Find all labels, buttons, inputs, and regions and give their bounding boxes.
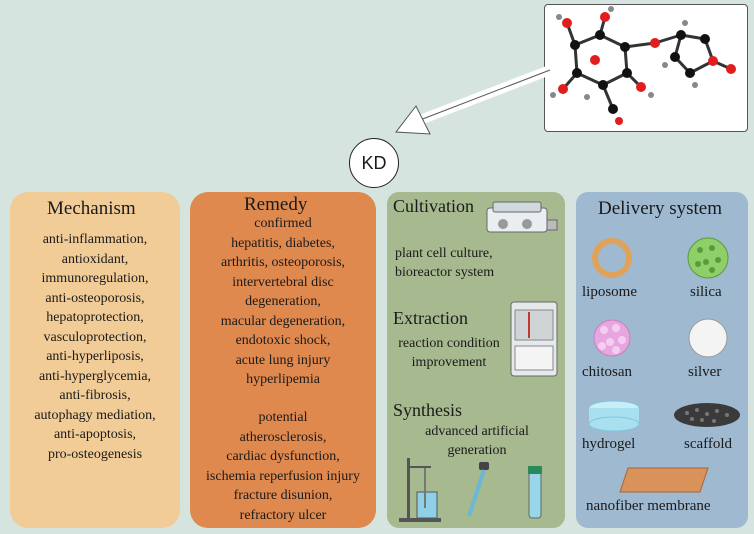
silver-icon [688,318,728,358]
dropper-icon [467,462,489,517]
remedy-item: hyperlipemia [246,372,320,387]
production-panel: Cultivation plant cell culture, bioreact… [387,192,565,528]
extraction-text: reaction condition improvement [387,334,511,372]
remedy-item: degeneration, [245,294,321,309]
synthesis-text: advanced artificial generation [397,422,557,460]
molecule-structure-icon [550,6,736,125]
remedy-item: arthritis, osteoporosis, [220,255,346,270]
synthesis-line: advanced artificial [425,424,529,439]
test-tube-icon [528,466,542,519]
kd-label: KD [361,152,387,173]
liposome-label: liposome [582,284,637,300]
extraction-line: reaction condition [398,336,500,351]
synthesis-line: generation [447,443,507,458]
extraction-title: Extraction [393,308,468,328]
remedy-panel: Remedy confirmed hepatitis, diabetes, ar… [190,192,376,528]
lab-stand-icon [399,458,441,522]
remedy-item: atherosclerosis, [239,429,327,445]
mechanism-item: pro-osteogenesis [47,446,143,462]
mechanism-item: anti-fibrosis, [59,388,131,403]
chitosan-label: chitosan [582,364,632,380]
remedy-potential-heading: potential [258,410,308,425]
mechanism-item: autophagy mediation, [34,407,156,423]
mechanism-item: anti-hyperliposis, [46,349,144,364]
liposome-icon [592,238,632,278]
synthesis-lab-icons [399,458,542,522]
synthesis-title: Synthesis [393,400,463,420]
remedy-item: ischemia reperfusion injury [206,468,360,484]
extraction-instrument-icon [510,301,558,377]
remedy-item: refractory ulcer [239,507,327,523]
delivery-panel: Delivery system liposome silica chitosan… [576,192,748,528]
remedy-item: endotoxic shock, [235,333,331,348]
scaffold-label: scaffold [684,436,733,452]
remedy-item: fracture disunion, [233,488,333,503]
hydrogel-label: hydrogel [582,436,636,452]
bioreactor-icon [486,201,558,233]
remedy-item: cardiac dysfunction, [226,449,340,464]
remedy-item: hepatitis, diabetes, [231,235,335,251]
remedy-item: intervertebral disc [232,274,334,290]
nanofiber-label: nanofiber membrane [586,498,711,514]
mechanism-item: antioxidant, [61,251,129,267]
cultivation-line: plant cell culture, [395,246,493,261]
cultivation-text: plant cell culture, bioreactor system [395,244,494,282]
hydrogel-icon [588,400,640,432]
mechanism-title: Mechanism [47,198,136,219]
silica-icon [687,237,729,279]
remedy-item: acute lung injury [235,352,331,368]
mechanism-item: vasculoprotection, [43,329,147,345]
mechanism-item: anti-osteoporosis, [45,290,145,306]
scaffold-icon [674,403,740,427]
cultivation-title: Cultivation [393,196,474,216]
remedy-confirmed-list: confirmed hepatitis, diabetes, arthritis… [190,214,376,390]
extraction-line: improvement [411,355,487,370]
mechanism-panel: Mechanism anti-inflammation, antioxidant… [10,192,180,528]
mechanism-item: anti-inflammation, [42,232,148,247]
mechanism-item: immunoregulation, [41,271,149,286]
chitosan-icon [593,319,631,357]
silica-label: silica [690,284,722,300]
arrow-to-kd-icon [395,65,552,135]
molecule-structure-box [544,4,748,132]
remedy-title: Remedy [244,194,308,215]
remedy-confirmed-heading: confirmed [254,216,312,231]
silver-label: silver [688,364,722,380]
nanofiber-membrane-icon [619,467,709,493]
kd-center-node: KD [349,138,399,188]
cultivation-line: bioreactor system [395,265,495,280]
mechanism-item: hepatoprotection, [46,310,144,325]
mechanism-item: anti-hyperglycemia, [38,368,152,384]
mechanism-list: anti-inflammation, antioxidant, immunore… [10,230,180,464]
delivery-title: Delivery system [598,198,723,219]
remedy-potential-list: potential atherosclerosis, cardiac dysfu… [190,408,376,525]
mechanism-item: anti-apoptosis, [53,427,137,442]
remedy-item: macular degeneration, [220,313,346,329]
